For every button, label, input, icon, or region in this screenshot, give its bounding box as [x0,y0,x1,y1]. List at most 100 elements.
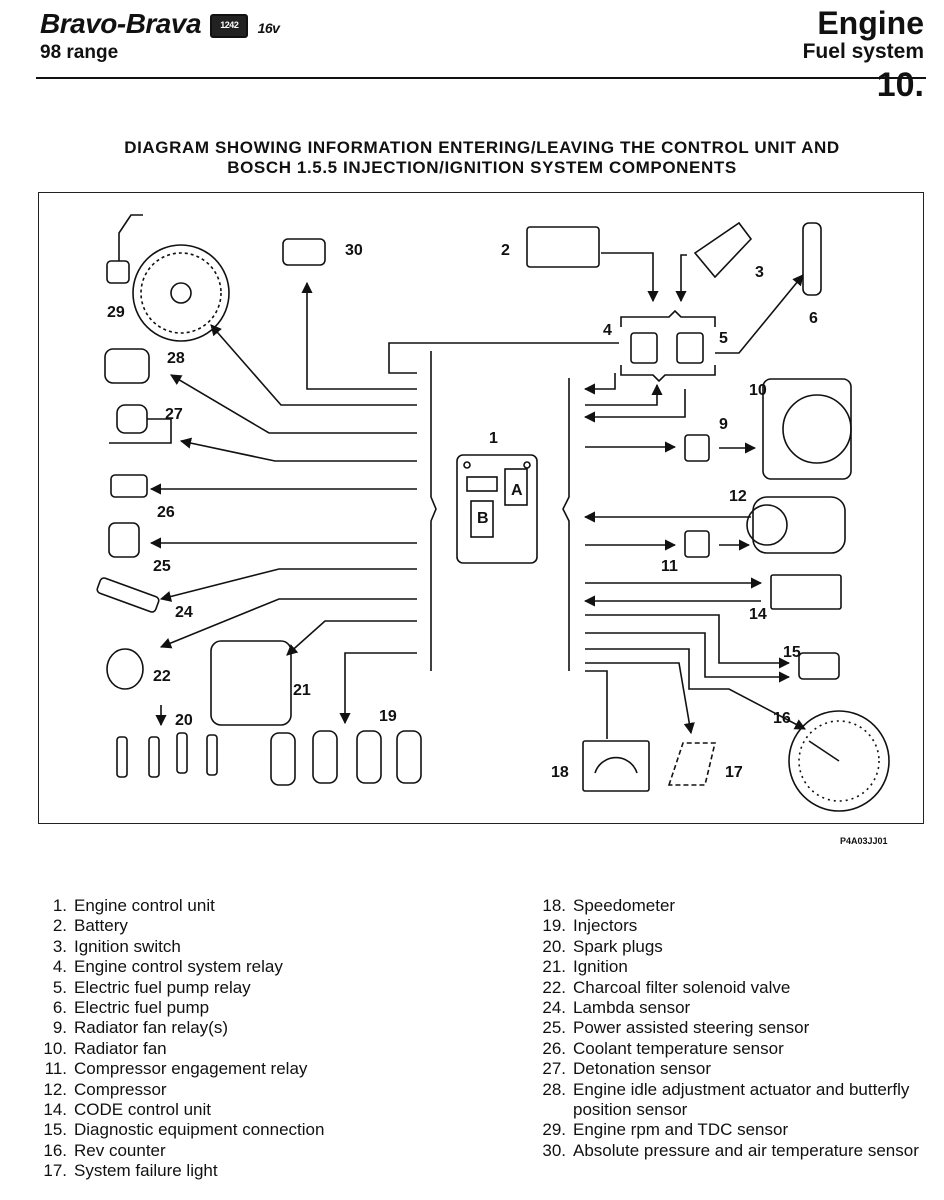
rpm-sensor-icon [106,260,130,284]
rev-counter-icon [788,710,890,812]
arrow-17 [585,662,695,735]
legend-number: 20. [542,936,566,956]
battery-icon [526,226,600,268]
system-diagram: 1 2 3 4 5 6 9 10 11 12 14 15 16 17 18 19… [96,214,890,812]
legend-item: 20.Spark plugs [528,937,928,957]
legend-text: Battery [74,916,128,936]
arrow-15b [585,632,791,683]
header-divider [36,77,926,79]
ignition-switch-icon [693,221,753,279]
legend-number: 1. [52,896,67,915]
legend-text: Compressor [74,1079,167,1099]
legend-number: 24. [542,998,566,1018]
legend-number: 22. [542,977,566,997]
legend-text: Absolute pressure and air temperature se… [573,1140,919,1160]
injectors-icon [270,730,422,786]
arrow-2 [601,252,659,303]
legend-text: Detonation sensor [573,1059,711,1079]
relay-5-icon [676,332,704,364]
arrow-22 [159,598,417,649]
legend-number: 17. [43,1161,67,1181]
arrow-30 [301,281,417,390]
legend-item: 16.Rev counter [20,1141,500,1161]
legend-item: 28.Engine idle adjustment actuator and b… [528,1080,928,1121]
legend-number: 9. [52,1018,67,1038]
legend-text: Diagnostic equipment connection [74,1120,325,1140]
legend-text: Injectors [573,916,638,936]
legend-number: 3. [52,936,67,956]
header-right: Engine Fuel system 10. [803,6,924,104]
rev-counter-needle-icon [808,740,840,762]
legend-item: 15. Diagnostic equipment connection [20,1120,500,1140]
legend-text: Electric fuel pump relay [74,977,251,997]
right-bus-bracket [562,378,570,671]
brand-name: Bravo-Brava [40,8,202,39]
legend-item: 19.Injectors [528,916,928,936]
callout-labels: 1 2 3 4 5 6 9 10 11 12 14 15 16 17 18 19… [107,242,818,781]
brand-title: Bravo-Brava 1242 16v [40,8,280,40]
section-number: 10. [876,66,924,104]
legend-item: 14. CODE control unit [20,1100,500,1120]
legend-text: Ignition [573,957,628,977]
legend-item: 10.Radiator fan [20,1039,500,1059]
callout-28: 28 [167,350,185,367]
idle-actuator-icon [104,348,150,384]
legend-item: 29.Engine rpm and TDC sensor [528,1120,928,1140]
relay-bracket-top [620,309,716,327]
legend-item: 24.Lambda sensor [528,998,928,1018]
fuel-pump-icon [802,222,822,296]
callout-25: 25 [153,558,171,575]
speedometer-icon [582,740,650,792]
callout-3: 3 [755,264,764,281]
charcoal-valve-icon [106,648,144,690]
callout-6: 6 [809,310,818,327]
arrow-6 [715,274,804,354]
legend-text: CODE control unit [74,1100,211,1120]
arrow-21 [286,620,417,656]
failure-light-icon [667,742,717,786]
legend-item: 12.Compressor [20,1080,500,1100]
legend-number: 10. [43,1038,67,1058]
callout-16: 16 [773,710,791,727]
arrow-4a [583,373,616,395]
legend-number: 21. [542,957,566,977]
rev-counter-scale-icon [798,720,880,802]
map-sensor-icon [282,238,326,266]
flywheel-icon [132,244,230,342]
relay-4-icon [630,332,658,364]
callout-17: 17 [725,764,743,781]
ecu-label-a: A [511,482,523,499]
legend-item: 1.Engine control unit [20,896,500,916]
legend-item: 17. System failure light [20,1161,500,1181]
arrow-15a [585,614,791,669]
callout-19: 19 [379,708,397,725]
legend-item: 27.Detonation sensor [528,1059,928,1079]
legend-text: System failure light [74,1161,218,1181]
legend-item: 6.Electric fuel pump [20,998,500,1018]
arrow-29 [210,324,417,406]
header-left: Bravo-Brava 1242 16v 98 range [40,8,280,64]
legend-text: Compressor engagement relay [74,1059,308,1079]
section-title: Engine [817,5,924,41]
callout-26: 26 [157,504,175,521]
relay-11-icon [684,530,710,558]
subsection-title: Fuel system [802,40,924,63]
legend-text: Electric fuel pump [74,998,210,1018]
knock-sensor-wire-icon [109,418,172,444]
legend-number: 15. [43,1120,67,1140]
legend-number: 25. [542,1018,566,1038]
legend-item: 21. Ignition [528,957,928,977]
line-18 [585,670,608,739]
legend-item: 4.Engine control system relay [20,957,500,977]
speedometer-dial-icon [594,756,638,774]
relay-9-icon [684,434,710,462]
arrow-28 [170,374,417,434]
flywheel-teeth-icon [140,252,222,334]
legend-number: 28. [542,1079,566,1099]
callout-20: 20 [175,712,193,729]
compressor-pulley-icon [746,504,788,546]
legend-number: 14. [43,1100,67,1120]
legend-item: 30.Absolute pressure and air temperature… [528,1141,928,1161]
callout-15: 15 [783,644,801,661]
